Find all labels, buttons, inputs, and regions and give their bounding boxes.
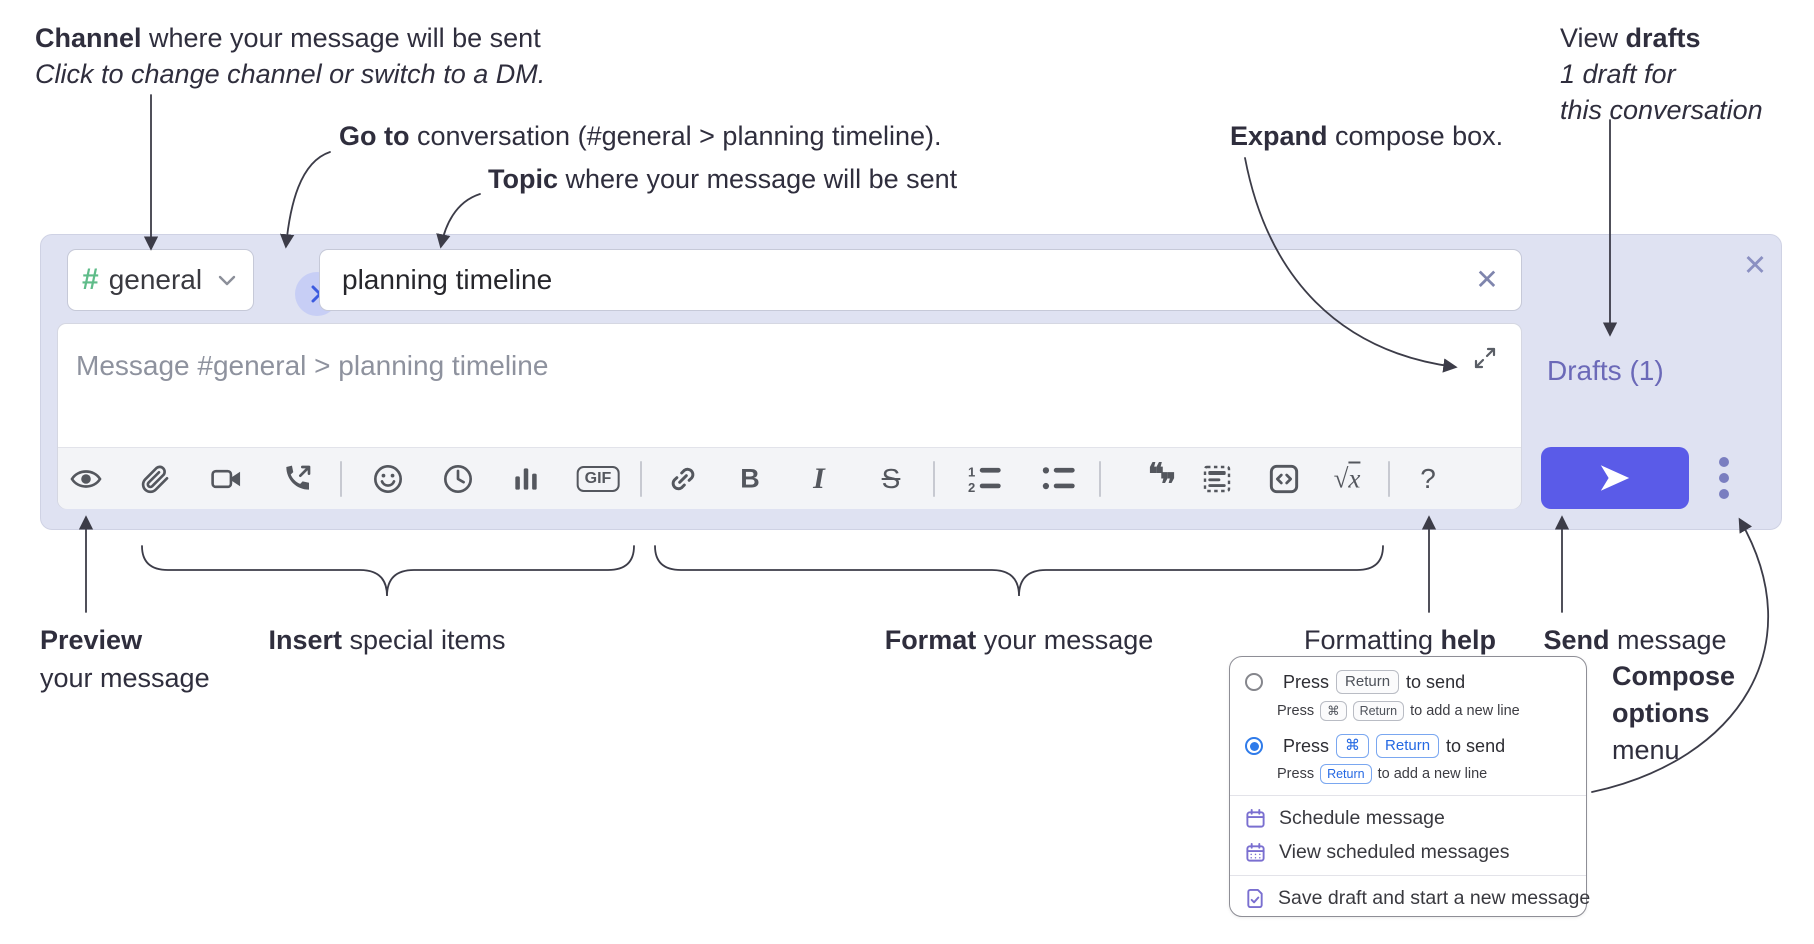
- code-icon[interactable]: [1268, 463, 1300, 495]
- poll-bar-chart-icon[interactable]: [510, 463, 542, 495]
- annotation-channel: Channel where your message will be sent: [35, 23, 541, 53]
- channel-selector[interactable]: # general: [67, 249, 254, 311]
- calendar-grid-icon: [1245, 842, 1266, 863]
- svg-text:2: 2: [968, 480, 975, 494]
- gif-icon[interactable]: GIF: [576, 466, 620, 492]
- toolbar-divider: [640, 461, 642, 497]
- arrow-go-to: [279, 151, 331, 249]
- video-call-camera-icon[interactable]: [210, 463, 244, 495]
- message-placeholder: Message #general > planning timeline: [76, 350, 549, 381]
- preview-eye-icon[interactable]: [70, 463, 102, 495]
- send-icon: [1595, 461, 1635, 495]
- chevron-down-icon: [218, 275, 236, 286]
- quote-icon[interactable]: ❝❞: [1147, 458, 1176, 502]
- italic-icon[interactable]: I: [813, 462, 825, 495]
- annotation-compose-options-line2: options: [1612, 698, 1710, 728]
- annotation-go-to: Go to conversation (#general > planning …: [339, 121, 942, 151]
- compose-options-icon[interactable]: [1710, 451, 1738, 505]
- annotation-view-drafts: View drafts: [1560, 23, 1701, 53]
- channel-hash-icon: #: [82, 263, 99, 296]
- menu-item-save-draft[interactable]: Save draft and start a new message: [1245, 881, 1590, 915]
- menu-divider: [1230, 875, 1586, 876]
- annotation-preview-line2: your message: [40, 663, 210, 693]
- strikethrough-icon[interactable]: S: [881, 463, 901, 494]
- radio-unselected-icon[interactable]: [1245, 673, 1263, 691]
- annotation-format: Format your message: [884, 625, 1154, 655]
- brace-insert: [141, 545, 635, 597]
- toolbar-divider: [933, 461, 935, 497]
- annotation-view-drafts-line3: this conversation: [1560, 95, 1763, 125]
- time-clock-icon[interactable]: [442, 463, 474, 495]
- clear-topic-icon[interactable]: ✕: [1469, 259, 1505, 299]
- voice-call-phone-icon[interactable]: [281, 463, 313, 495]
- annotation-topic: Topic where your message will be sent: [488, 164, 958, 194]
- topic-input[interactable]: [319, 249, 1522, 311]
- annotation-preview: Preview: [40, 625, 143, 655]
- bulleted-list-icon[interactable]: [1042, 464, 1076, 494]
- annotation-view-drafts-line2: 1 draft for: [1560, 59, 1676, 89]
- math-icon[interactable]: √x: [1333, 463, 1361, 494]
- radio-selected-icon[interactable]: [1245, 737, 1263, 755]
- formatting-help-icon[interactable]: ?: [1420, 463, 1436, 494]
- channel-name: general: [108, 264, 203, 295]
- annotation-send: Send message: [1543, 625, 1727, 655]
- annotation-channel-sub: Click to change channel or switch to a D…: [35, 59, 546, 89]
- spoiler-icon[interactable]: [1201, 463, 1233, 495]
- link-icon[interactable]: [667, 463, 699, 495]
- menu-divider: [1230, 795, 1586, 796]
- toolbar-divider: [340, 461, 342, 497]
- toolbar-divider: [1099, 461, 1101, 497]
- brace-format: [654, 545, 1384, 597]
- annotation-insert: Insert special items: [268, 625, 506, 655]
- annotation-expand: Expand compose box.: [1230, 121, 1504, 151]
- drafts-link[interactable]: Drafts (1): [1547, 355, 1664, 386]
- menu-item-view-scheduled[interactable]: View scheduled messages: [1245, 835, 1576, 869]
- annotation-compose-options: Compose: [1612, 661, 1736, 691]
- svg-text:1: 1: [968, 464, 975, 479]
- expand-compose-icon[interactable]: [1473, 346, 1497, 370]
- emoji-smiley-icon[interactable]: [372, 463, 404, 495]
- draft-document-check-icon: [1245, 888, 1265, 909]
- bold-icon[interactable]: B: [740, 463, 760, 494]
- attach-paperclip-icon[interactable]: [139, 463, 171, 495]
- annotation-formatting-help: Formatting help: [1303, 625, 1497, 655]
- compose-box: # general ✕ ✕ Drafts (1) Message #genera…: [40, 234, 1782, 530]
- message-box[interactable]: Message #general > planning timeline: [57, 323, 1522, 509]
- calendar-icon: [1245, 808, 1266, 829]
- close-compose-icon[interactable]: ✕: [1735, 245, 1775, 285]
- menu-item-schedule-message[interactable]: Schedule message: [1245, 801, 1576, 835]
- annotation-compose-options-line3: menu: [1612, 735, 1680, 765]
- send-button[interactable]: [1541, 447, 1689, 509]
- toolbar-divider: [1388, 461, 1390, 497]
